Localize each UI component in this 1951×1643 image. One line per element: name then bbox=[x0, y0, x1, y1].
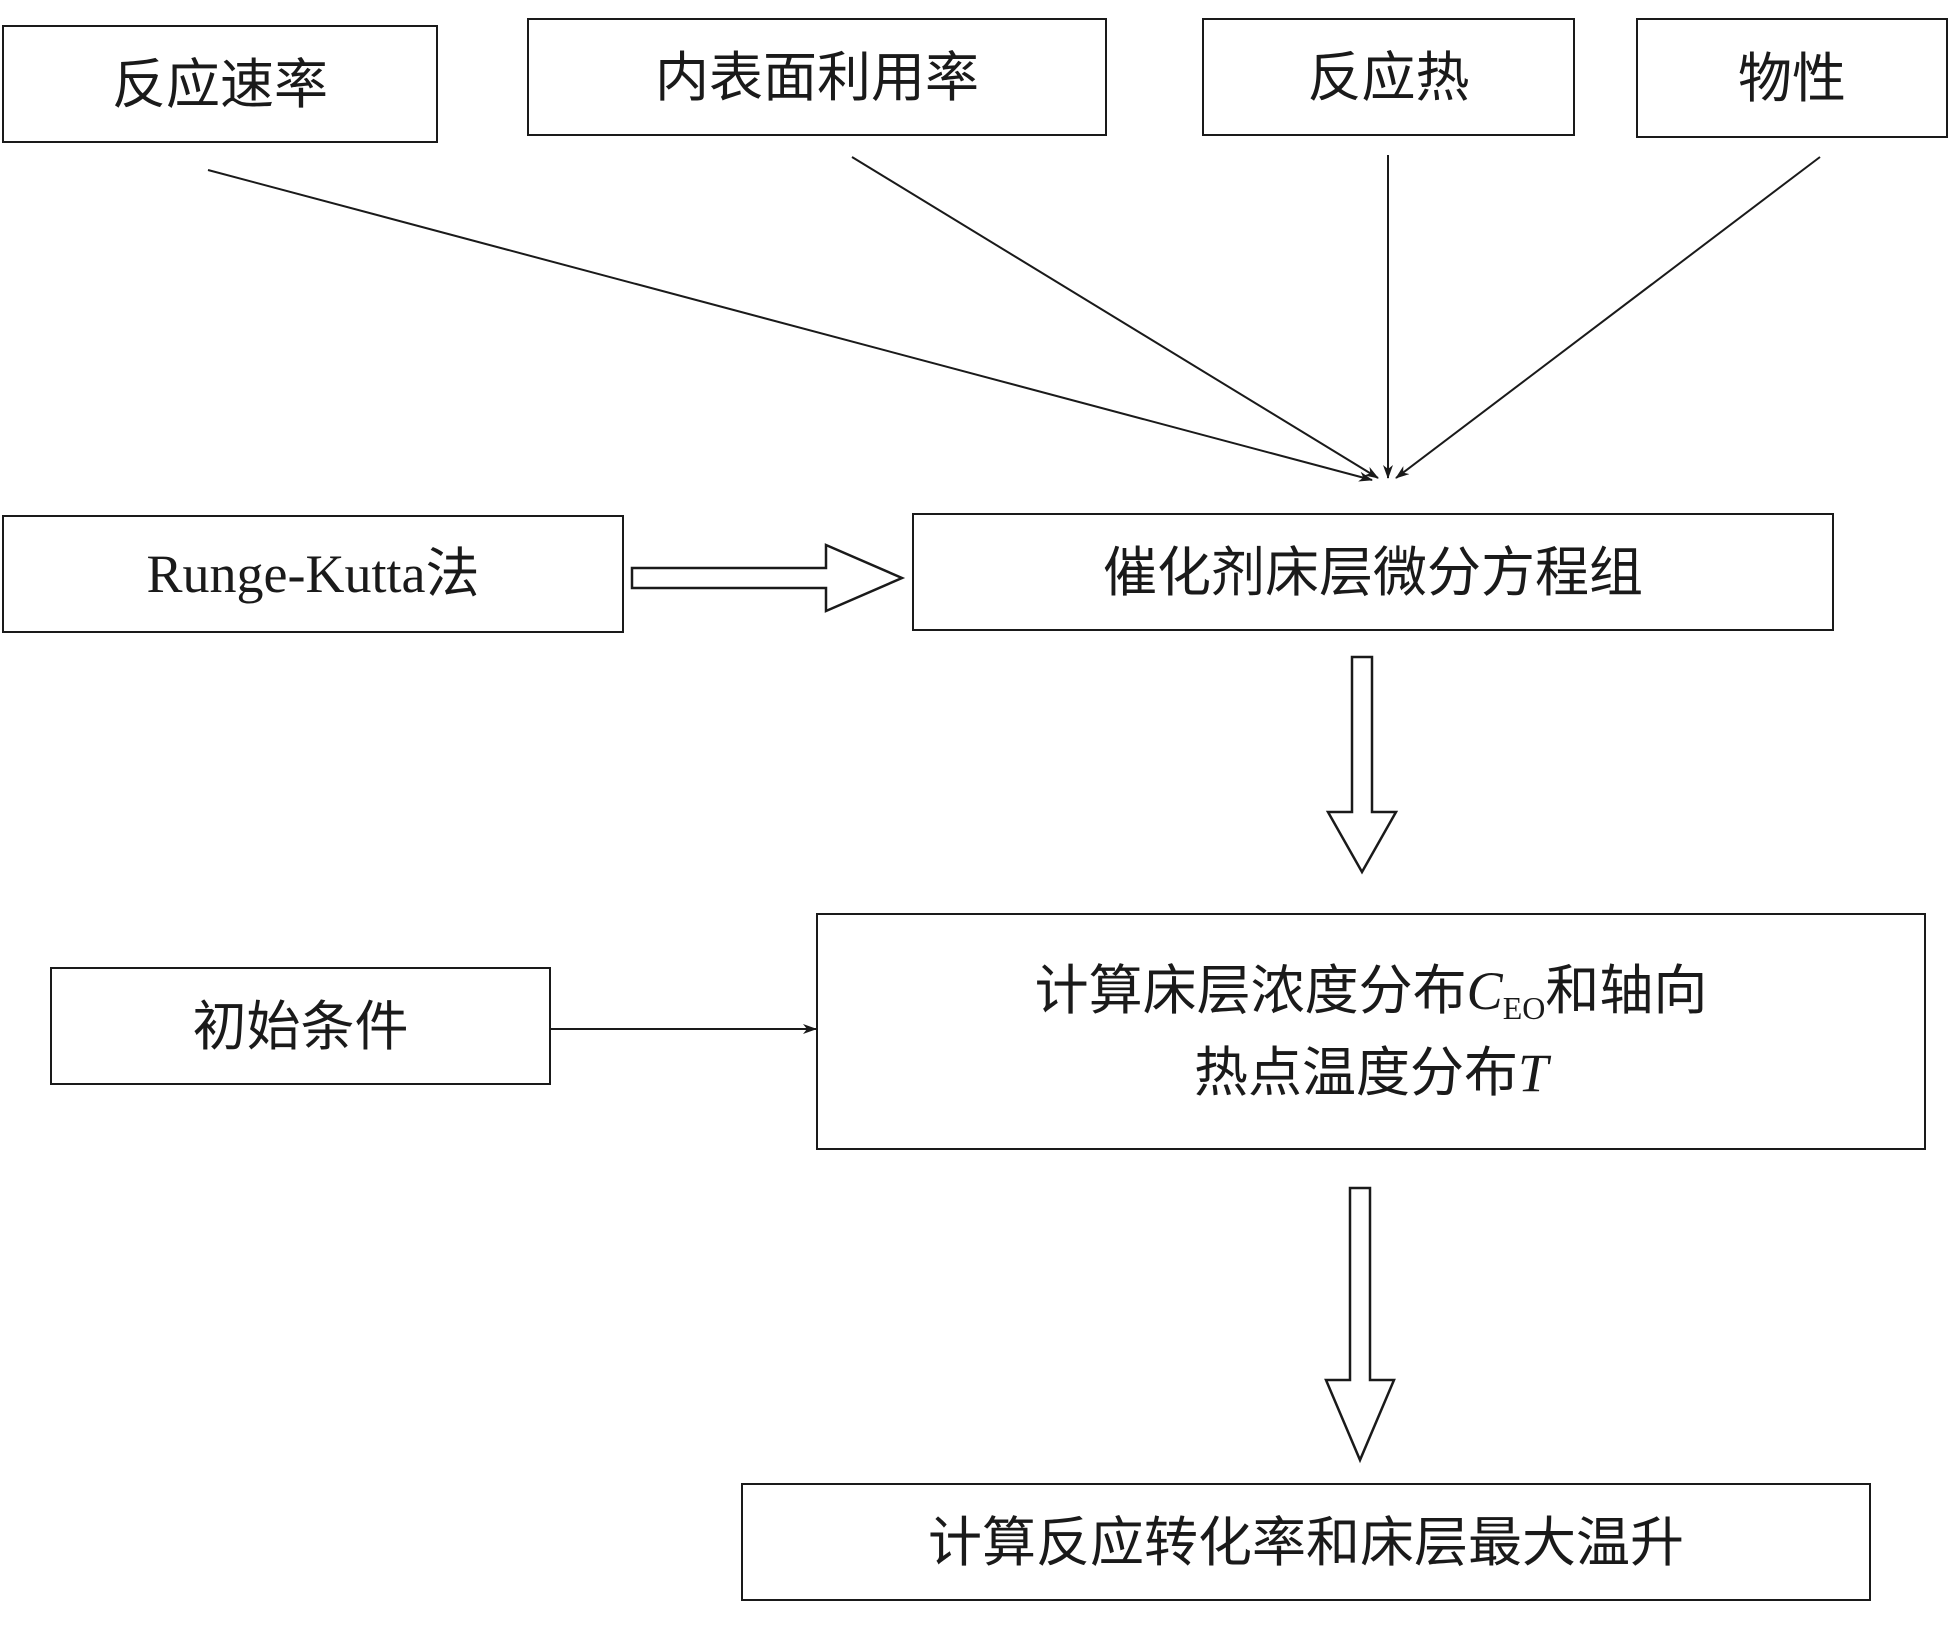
node-surface-utilization-label: 内表面利用率 bbox=[655, 45, 979, 109]
arrow-reaction-rate-to-equations bbox=[207, 169, 1373, 482]
node-bed-equations-label: 催化剂床层微分方程组 bbox=[1103, 540, 1643, 604]
node-reaction-heat-label: 反应热 bbox=[1307, 45, 1470, 109]
node-initial-conditions: 初始条件 bbox=[50, 967, 551, 1085]
node-physical-properties: 物性 bbox=[1636, 18, 1948, 138]
node-physical-properties-label: 物性 bbox=[1738, 46, 1846, 110]
node-runge-kutta-label: Runge-Kutta法 bbox=[147, 533, 480, 615]
node-distribution-line-1: 计算床层浓度分布CEO和轴向 bbox=[1035, 950, 1708, 1032]
concentration-symbol: C bbox=[1466, 960, 1503, 1021]
arrow-physical-properties-to-equations bbox=[1395, 156, 1821, 479]
arrow-surface-utilization-to-equations bbox=[851, 156, 1379, 479]
node-result-label: 计算反应转化率和床层最大温升 bbox=[928, 1510, 1684, 1574]
block-arrow-distribution-to-result bbox=[1324, 1186, 1396, 1464]
node-runge-kutta-suffix: 法 bbox=[425, 542, 480, 605]
node-initial-conditions-label: 初始条件 bbox=[192, 994, 409, 1058]
node-distribution-text: 计算床层浓度分布CEO和轴向 热点温度分布T bbox=[1035, 950, 1708, 1114]
distribution-line1-suffix: 和轴向 bbox=[1545, 958, 1708, 1022]
node-reaction-heat: 反应热 bbox=[1202, 18, 1575, 136]
node-reaction-rate-label: 反应速率 bbox=[112, 52, 328, 116]
node-runge-kutta-latin: Runge-Kutta bbox=[146, 544, 426, 604]
temperature-symbol: T bbox=[1517, 1042, 1549, 1103]
node-result: 计算反应转化率和床层最大温升 bbox=[741, 1483, 1871, 1601]
node-bed-equations: 催化剂床层微分方程组 bbox=[912, 513, 1834, 631]
block-arrow-method-to-equations bbox=[630, 543, 906, 613]
node-reaction-rate: 反应速率 bbox=[2, 25, 438, 143]
node-distribution: 计算床层浓度分布CEO和轴向 热点温度分布T bbox=[816, 913, 1926, 1150]
node-surface-utilization: 内表面利用率 bbox=[527, 18, 1107, 136]
distribution-line1-prefix: 计算床层浓度分布 bbox=[1034, 958, 1467, 1022]
block-arrow-equations-to-distribution bbox=[1325, 655, 1399, 875]
node-runge-kutta: Runge-Kutta法 bbox=[2, 515, 624, 633]
concentration-subscript: EO bbox=[1502, 989, 1546, 1026]
node-distribution-line-2: 热点温度分布T bbox=[1035, 1032, 1708, 1114]
distribution-line2-prefix: 热点温度分布 bbox=[1193, 1040, 1518, 1104]
